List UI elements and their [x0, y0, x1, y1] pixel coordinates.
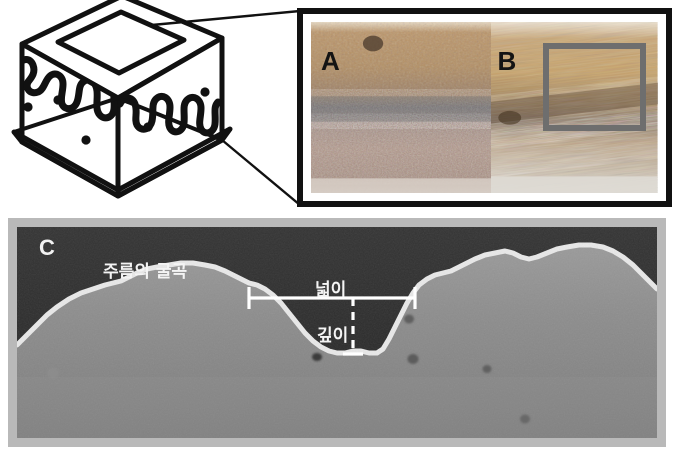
connector-line-bottom	[221, 139, 300, 206]
histology-photo-panel: A	[297, 8, 672, 207]
sem-image: C 주름의 굴곡 넓이 깊이	[17, 227, 657, 438]
cube-drip-left	[22, 56, 118, 145]
sem-measurement-overlay	[247, 287, 417, 356]
label-wrinkle-curvature: 주름의 굴곡	[103, 262, 188, 282]
cube-svg	[11, 0, 300, 206]
photo-panel-inner: A	[311, 22, 658, 193]
panel-letter-a: A	[321, 46, 340, 76]
photo-image-b: B	[491, 22, 658, 193]
panel-letter-c: C	[39, 235, 55, 260]
cube-diagonal-cut	[117, 96, 223, 142]
sem-render	[17, 227, 657, 438]
cube-diagonal-cut-left	[13, 96, 119, 134]
cube-bottom-rim-outer	[11, 126, 233, 193]
cube-schematic	[0, 0, 300, 215]
cube-rim-tick-right	[219, 127, 233, 142]
label-depth: 깊이	[317, 326, 349, 346]
sem-cross-section-panel: C 주름의 굴곡 넓이 깊이	[8, 218, 666, 447]
cube-bottom-rim	[19, 137, 225, 199]
roi-selection-box	[543, 42, 647, 132]
label-width: 넓이	[315, 280, 347, 300]
cube-top-opening	[55, 9, 187, 76]
cube-drip-right	[118, 87, 222, 137]
panel-letter-b: B	[497, 46, 517, 76]
connector-line-top	[151, 9, 300, 27]
sem-pores	[47, 314, 530, 424]
photo-image-a: A	[311, 22, 492, 193]
photo-a-render	[311, 22, 492, 193]
